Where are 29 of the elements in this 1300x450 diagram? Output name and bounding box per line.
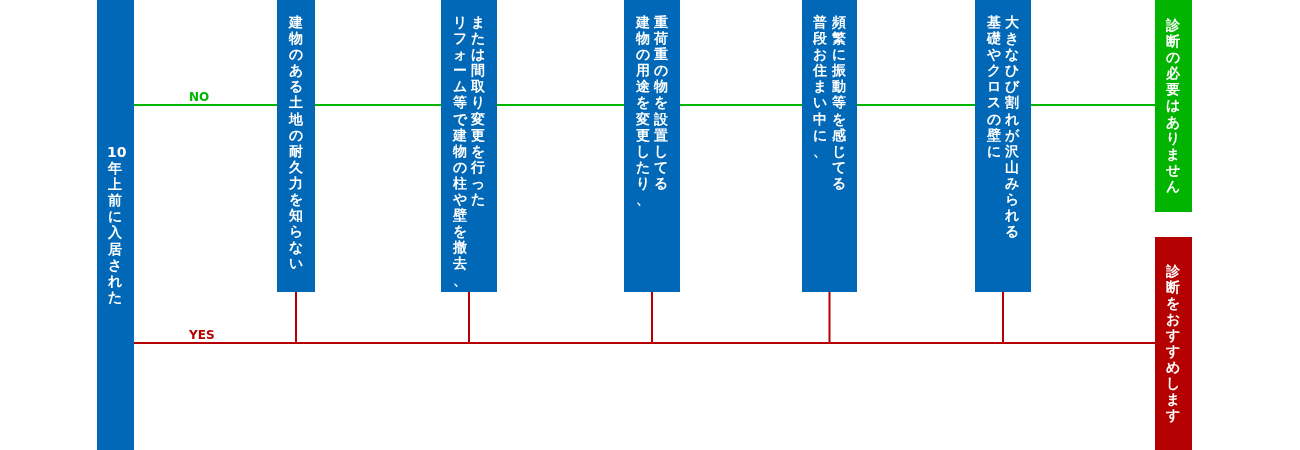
connector-line (133, 104, 278, 106)
step-text: 基礎やクロスの壁に (985, 14, 1002, 160)
step-text: 診断の必要はありません (1165, 16, 1182, 196)
step-text: リフォーム等で建物の柱や壁を撤去、 (451, 14, 468, 289)
connector-line (1030, 104, 1156, 106)
connector-line (856, 104, 976, 106)
connector-line (1002, 291, 1156, 344)
connector-line (314, 104, 442, 106)
step-text: または間取り変更を行った (470, 14, 487, 209)
step-box (277, 0, 315, 292)
step-box (1155, 237, 1192, 450)
step-text: 普段お住まい中に、 (812, 14, 829, 160)
step-box (1155, 0, 1192, 212)
step-box (441, 0, 497, 292)
step-text: 建物の用途を変更したり、 (634, 14, 651, 209)
step-text: 大きなひび割れが沢山みられる (1004, 14, 1021, 241)
edge-label: NO (189, 90, 210, 104)
step-box (975, 0, 1031, 292)
connector-line (679, 104, 803, 106)
step-text: 建物のある土地の耐久力を知らない (287, 14, 304, 273)
step-box (624, 0, 680, 292)
step-text: 頻繁に振動等を感じてる (830, 14, 847, 193)
step-box (802, 0, 857, 292)
step-text: 10年上前に入居された (107, 144, 124, 306)
edge-label: YES (189, 328, 215, 342)
step-text: 重荷重の物を設置してる (653, 14, 670, 193)
connector-line (496, 104, 625, 106)
step-text: 診断をおすすめします (1165, 262, 1182, 425)
step-box (97, 0, 134, 450)
